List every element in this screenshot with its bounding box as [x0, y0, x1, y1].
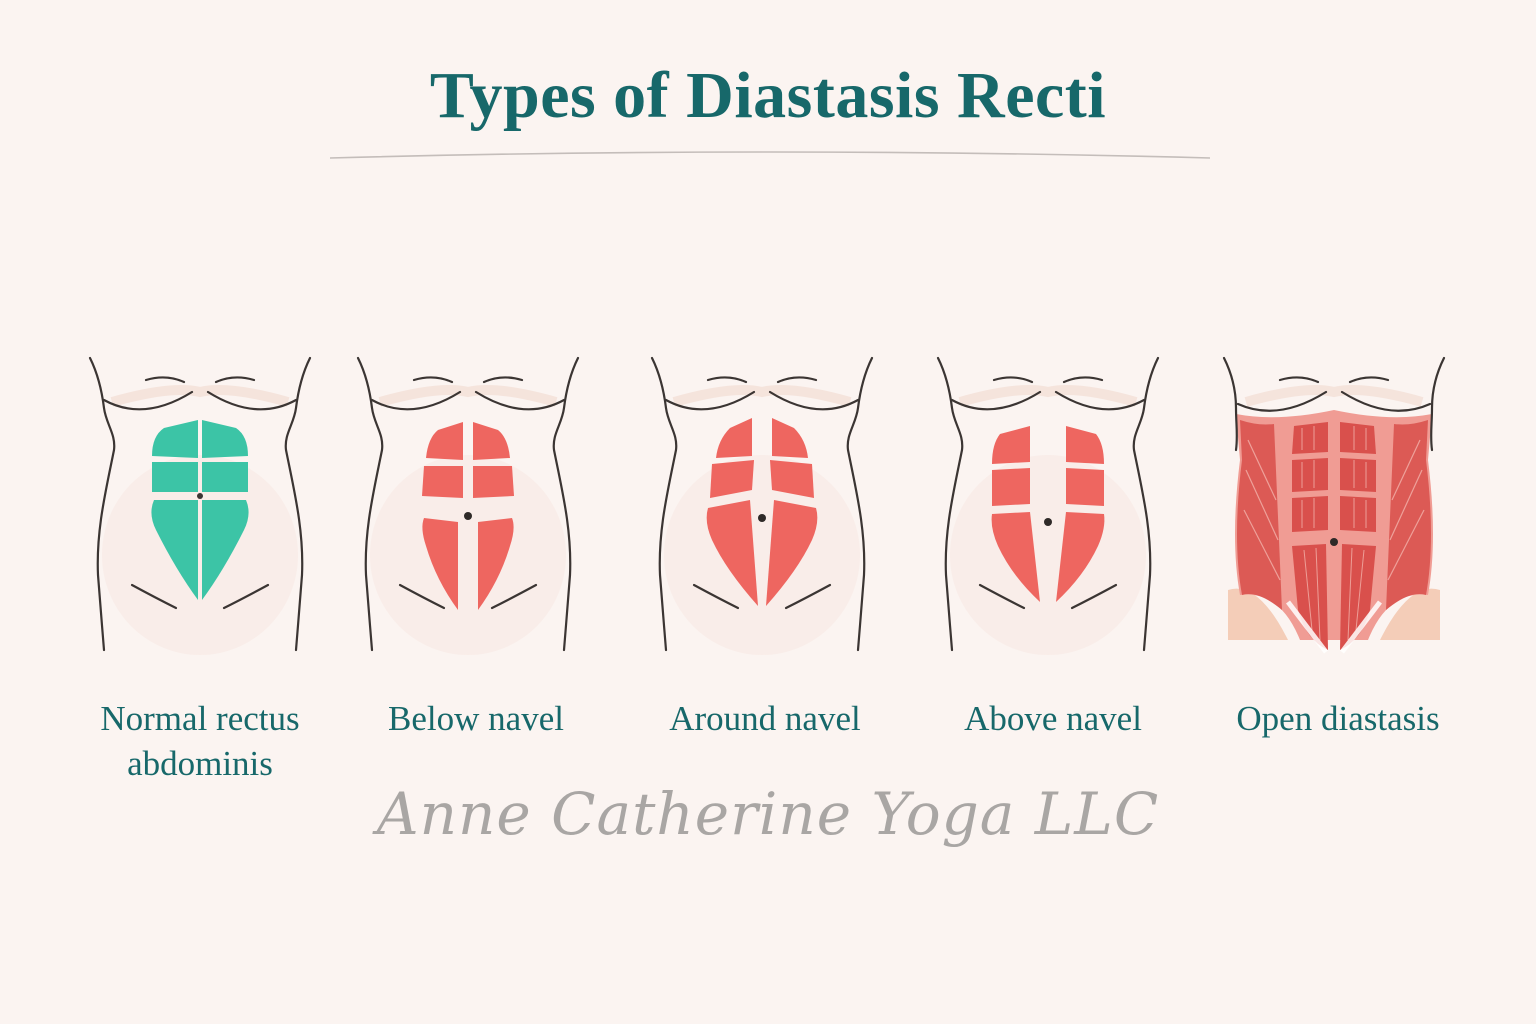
- torso-around-navel-illustration: [646, 340, 878, 660]
- torso-above-navel-illustration: [932, 340, 1164, 660]
- caption-below-navel: Below navel: [326, 696, 626, 741]
- caption-line: Above navel: [903, 696, 1203, 741]
- caption-normal-rectus-abdominis: Normal rectus abdominis: [50, 696, 350, 786]
- caption-line: Below navel: [326, 696, 626, 741]
- page-title: Types of Diastasis Recti: [0, 58, 1536, 134]
- caption-line: Open diastasis: [1188, 696, 1488, 741]
- caption-above-navel: Above navel: [903, 696, 1203, 741]
- navel-icon: [464, 512, 472, 520]
- caption-around-navel: Around navel: [615, 696, 915, 741]
- navel-icon: [1330, 538, 1338, 546]
- torso-open-diastasis-illustration: [1218, 340, 1450, 660]
- caption-line: Normal rectus: [50, 696, 350, 741]
- caption-line: Around navel: [615, 696, 915, 741]
- navel-icon: [1044, 518, 1052, 526]
- signature-watermark: Anne Catherine Yoga LLC: [0, 780, 1536, 848]
- title-divider: [330, 150, 1210, 162]
- torso-normal-illustration: [84, 340, 316, 660]
- torso-below-navel-illustration: [352, 340, 584, 660]
- navel-icon: [197, 493, 203, 499]
- navel-icon: [758, 514, 766, 522]
- caption-open-diastasis: Open diastasis: [1188, 696, 1488, 741]
